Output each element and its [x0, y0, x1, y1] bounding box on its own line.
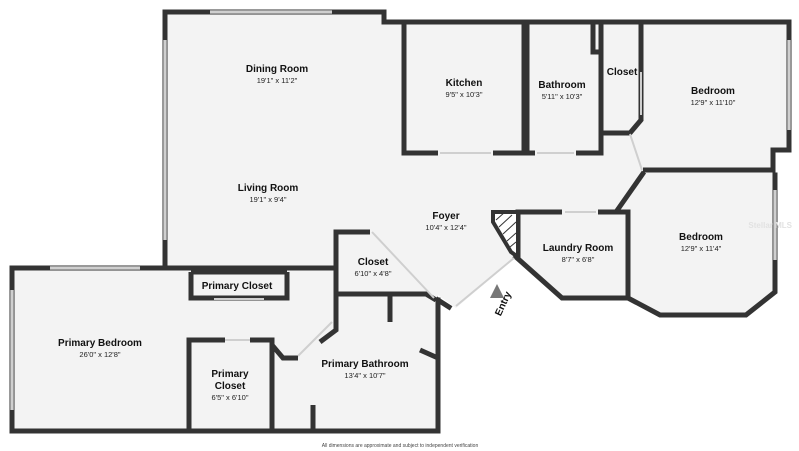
primary-closet-b-dims: 6'5" x 6'10" — [212, 393, 249, 402]
windows — [10, 10, 791, 410]
primary-bathroom-name: Primary Bathroom — [321, 359, 408, 370]
living-room-dims: 19'1" x 9'4" — [250, 195, 287, 204]
bedroom-top-name: Bedroom — [691, 86, 735, 97]
primary-bedroom-dims: 26'0" x 12'8" — [79, 350, 120, 359]
laundry-room-dims: 8'7" x 6'8" — [562, 255, 595, 264]
kitchen-name: Kitchen — [446, 78, 483, 89]
bathroom-name: Bathroom — [538, 80, 585, 91]
entry-arrow-icon — [490, 284, 504, 298]
bathroom-dims: 5'11" x 10'3" — [542, 92, 583, 101]
bedroom-right-dims: 12'9" x 11'4" — [681, 244, 722, 253]
floor-fill — [12, 12, 789, 431]
closet-top-name: Closet — [607, 67, 638, 78]
bedroom-top-dims: 12'9" x 11'10" — [691, 98, 736, 107]
laundry-room-name: Laundry Room — [543, 243, 614, 254]
footer-note: All dimensions are approximate and subje… — [322, 443, 479, 449]
foyer-name: Foyer — [432, 211, 459, 222]
living-room-name: Living Room — [238, 183, 299, 194]
foyer-dims: 10'4" x 12'4" — [425, 223, 466, 232]
closet-mid-name: Closet — [358, 257, 389, 268]
primary-bathroom-dims: 13'4" x 10'7" — [344, 371, 385, 380]
watermark: Stellar MLS — [748, 221, 792, 230]
kitchen-dims: 9'5" x 10'3" — [446, 90, 483, 99]
primary-closet-a-name: Primary Closet — [202, 281, 273, 292]
closet-mid-dims: 6'10" x 4'8" — [355, 269, 392, 278]
dining-room-dims: 19'1" x 11'2" — [257, 76, 298, 85]
bedroom-right-name: Bedroom — [679, 232, 723, 243]
dining-room-name: Dining Room — [246, 64, 308, 75]
primary-closet-b-name-line1: Primary — [211, 369, 249, 380]
primary-bedroom-name: Primary Bedroom — [58, 338, 142, 349]
primary-closet-b-name-line2: Closet — [215, 381, 246, 392]
